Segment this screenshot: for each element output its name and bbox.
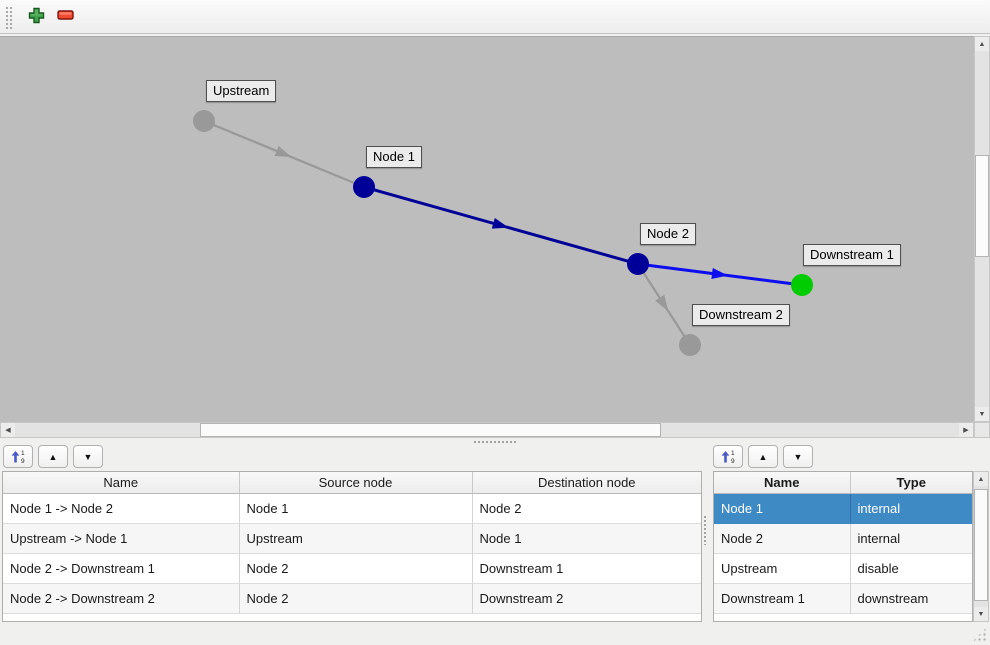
plus-icon [28,7,45,27]
edge-arrow-icon [655,294,669,312]
table-row[interactable]: Downstream 1 downstream [714,583,972,614]
horizontal-scroll-thumb[interactable] [200,423,661,437]
up-arrow-icon: ▲ [48,451,58,462]
canvas-horizontal-scrollbar[interactable]: ◀ ▶ [0,422,974,438]
vertical-scroll-thumb[interactable] [974,489,988,601]
cell-type[interactable]: internal [849,493,972,524]
remove-button[interactable] [51,3,81,31]
nodes-table-scrollbar[interactable]: ▲ ▼ [973,471,989,622]
cell-name[interactable]: Node 2 -> Downstream 1 [3,553,239,584]
edges-table-container: Name Source node Destination node Node 1… [2,471,702,622]
nodes-table-header-row: Name Type [714,472,972,494]
horizontal-splitter[interactable] [0,438,990,445]
sort-ascending-icon: 1 9 [720,448,736,466]
down-arrow-icon: ▼ [793,451,803,462]
cell-destination[interactable]: Node 1 [471,523,701,554]
column-header-destination-node[interactable]: Destination node [471,472,701,494]
cell-name[interactable]: Node 2 [714,523,850,554]
scroll-down-button[interactable]: ▼ [974,607,988,621]
nodes-pane: 1 9 ▲ ▼ Name Type Node 1 inter [710,445,990,623]
node-label[interactable]: Upstream [206,80,277,102]
svg-text:1: 1 [21,449,25,456]
cell-source[interactable]: Node 2 [238,553,472,584]
move-up-button[interactable]: ▲ [38,445,68,468]
cell-destination[interactable]: Downstream 1 [471,553,701,584]
scroll-down-button[interactable]: ▼ [975,407,989,421]
table-row[interactable]: Node 1 internal [714,493,972,524]
graph-node[interactable] [627,253,649,275]
cell-source[interactable]: Node 1 [238,493,472,524]
cell-name[interactable]: Upstream [714,553,850,584]
nodes-table-container: Name Type Node 1 internal Node 2 interna… [713,471,973,622]
node-label[interactable]: Node 2 [640,223,696,245]
cell-type[interactable]: internal [849,523,972,554]
scroll-right-button[interactable]: ▶ [959,423,973,437]
node-label[interactable]: Downstream 2 [692,304,790,326]
scroll-up-button[interactable]: ▲ [975,37,989,51]
column-header-name[interactable]: Name [714,472,850,494]
cell-name[interactable]: Node 1 -> Node 2 [3,493,239,524]
column-header-source-node[interactable]: Source node [238,472,472,494]
scrollbar-corner [974,422,990,438]
cell-type[interactable]: downstream [849,583,972,614]
splitter-grip-handle[interactable] [473,440,517,444]
column-header-type[interactable]: Type [849,472,972,494]
node-label[interactable]: Downstream 1 [803,244,901,266]
edge-arrow-icon [491,218,509,229]
vertical-scroll-thumb[interactable] [975,155,989,257]
sort-button[interactable]: 1 9 [3,445,33,468]
move-down-button[interactable]: ▼ [73,445,103,468]
cell-destination[interactable]: Node 2 [471,493,701,524]
edges-table-header-row: Name Source node Destination node [3,472,701,494]
graph-node[interactable] [679,334,701,356]
add-button[interactable] [21,3,51,31]
sort-button[interactable]: 1 9 [713,445,743,468]
graph-svg [193,110,813,356]
cell-source[interactable]: Node 2 [238,583,472,614]
node-label[interactable]: Node 1 [366,146,422,168]
cell-destination[interactable]: Downstream 2 [471,583,701,614]
pane-splitter-handle[interactable] [703,515,708,545]
toolbar-grip-handle[interactable] [4,4,13,29]
table-row[interactable]: Node 2 internal [714,523,972,554]
down-arrow-icon: ▼ [83,451,93,462]
table-row[interactable]: Upstream disable [714,553,972,584]
nodes-pane-toolbar: 1 9 ▲ ▼ [710,445,990,469]
window-resize-grip[interactable] [972,627,987,642]
main-toolbar [0,0,990,34]
canvas-vertical-scrollbar[interactable]: ▲ ▼ [974,36,990,422]
table-row[interactable]: Node 2 -> Downstream 1 Node 2 Downstream… [3,553,701,584]
table-row[interactable]: Node 1 -> Node 2 Node 1 Node 2 [3,493,701,524]
scroll-left-button[interactable]: ◀ [1,423,15,437]
column-header-name[interactable]: Name [3,472,239,494]
up-arrow-icon: ▲ [758,451,768,462]
cell-name[interactable]: Downstream 1 [714,583,850,614]
nodes-table: Name Type Node 1 internal Node 2 interna… [714,472,972,614]
graph-node[interactable] [353,176,375,198]
minus-icon [57,9,75,24]
cell-name[interactable]: Node 1 [714,493,850,524]
svg-text:9: 9 [731,458,735,464]
graph-node[interactable] [791,274,813,296]
cell-type[interactable]: disable [849,553,972,584]
cell-name[interactable]: Upstream -> Node 1 [3,523,239,554]
svg-text:9: 9 [21,458,25,464]
edge-arrow-icon [274,145,292,158]
edges-table: Name Source node Destination node Node 1… [3,472,701,614]
table-row[interactable]: Node 2 -> Downstream 2 Node 2 Downstream… [3,583,701,614]
graph-node[interactable] [193,110,215,132]
move-up-button[interactable]: ▲ [748,445,778,468]
edges-pane-toolbar: 1 9 ▲ ▼ [0,445,706,469]
svg-text:1: 1 [731,449,735,456]
cell-source[interactable]: Upstream [238,523,472,554]
table-row[interactable]: Upstream -> Node 1 Upstream Node 1 [3,523,701,554]
scroll-up-button[interactable]: ▲ [974,472,988,486]
sort-ascending-icon: 1 9 [10,448,26,466]
cell-name[interactable]: Node 2 -> Downstream 2 [3,583,239,614]
edges-pane: 1 9 ▲ ▼ Name Source node Destination nod… [0,445,706,623]
move-down-button[interactable]: ▼ [783,445,813,468]
edge-arrow-icon [711,268,728,279]
